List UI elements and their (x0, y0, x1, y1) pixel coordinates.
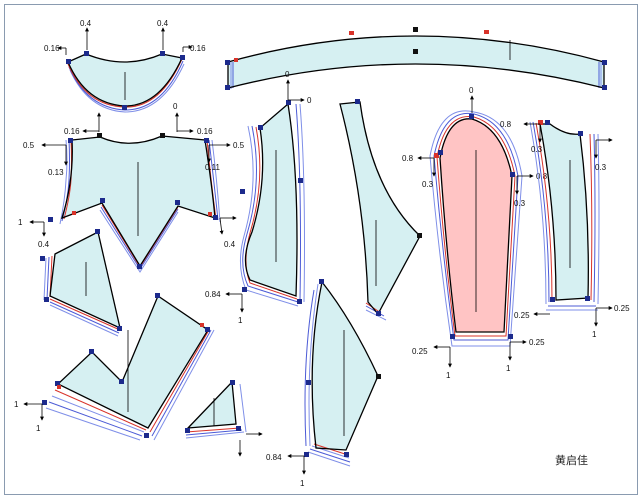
label-collar-l-side: 0.16 (44, 44, 60, 53)
designer-signature: 黄启佳 (555, 453, 588, 467)
piece-lower-front[interactable]: 1 1 (14, 293, 215, 441)
label-back-bot-l1: 1 (18, 218, 23, 227)
label-side-top: 0 (285, 70, 290, 79)
piece-slant-panel[interactable] (339, 99, 422, 321)
label-slv2-bot-l: 0.25 (514, 311, 530, 320)
piece-side-panel[interactable]: 0 0 0.84 1 (205, 70, 312, 325)
label-sleeve-l2: 0.3 (422, 180, 434, 189)
label-back-mid-r: 0.16 (197, 127, 213, 136)
label-side-bot-2: 1 (238, 316, 243, 325)
label-slv2-l: 0.3 (531, 145, 543, 154)
label-side-bot-1: 0.84 (205, 290, 221, 299)
label-sleeve-r2: 0.3 (514, 199, 526, 208)
piece-band[interactable] (225, 27, 607, 90)
label-sleeve-l: 0.8 (402, 154, 414, 163)
label-front-bot-1: 0.84 (266, 453, 282, 462)
label-back-bot-l2: 0.4 (38, 240, 50, 249)
label-back-edge-l: 0.5 (23, 141, 35, 150)
seam-marks (57, 58, 238, 389)
label-lowfront-l1: 1 (14, 400, 19, 409)
label-back-bot-r: 0.4 (224, 240, 236, 249)
label-sleeve-bot-1: 1 (446, 371, 451, 380)
label-sleeve-top: 0 (469, 86, 474, 95)
label-slv2-bot-r: 0.25 (614, 304, 630, 313)
label-collar-r-side: 0.16 (190, 44, 206, 53)
piece-back-yoke[interactable]: 0 0 0.16 0.16 0.5 0.5 0.13 0.11 1 0.4 0.… (18, 102, 245, 273)
label-sleeve-bot-2: 1 (506, 364, 511, 373)
label-collar-r-top: 0.4 (157, 19, 169, 28)
label-back-mid-l: 0.16 (64, 127, 80, 136)
label-back-edge-r: 0.5 (233, 141, 245, 150)
label-back-top-l: 0 (173, 102, 178, 111)
piece-front-panel[interactable]: 0.84 1 (266, 279, 381, 488)
piece-under-sleeve[interactable]: 0.8 0.3 0.3 0.25 0.25 1 (500, 120, 630, 339)
label-slv2-r: 0.3 (595, 163, 607, 172)
piece-gusset[interactable] (185, 380, 263, 457)
label-slv2-top: 0.8 (500, 120, 512, 129)
label-lowfront-l2: 1 (36, 424, 41, 433)
label-sleeve-r: 0.8 (536, 172, 548, 181)
label-front-bot-2: 1 (300, 479, 305, 488)
label-collar-l-top: 0.4 (80, 19, 92, 28)
piece-small-left[interactable] (40, 229, 122, 337)
label-slv2-bot-1: 1 (592, 330, 597, 339)
piece-collar[interactable]: 0.4 0.4 0.16 0.16 (44, 19, 206, 113)
label-sleeve-bot-r: 0.25 (529, 338, 545, 347)
label-back-sh-r: 0.11 (205, 163, 221, 172)
label-sleeve-bot-l: 0.25 (412, 347, 428, 356)
label-back-sh-l: 0.13 (48, 168, 64, 177)
piece-sleeve[interactable]: 0 0.8 0.3 0.8 0.3 0.25 0.25 1 1 (402, 86, 548, 380)
label-side-top-r: 0 (307, 96, 312, 105)
